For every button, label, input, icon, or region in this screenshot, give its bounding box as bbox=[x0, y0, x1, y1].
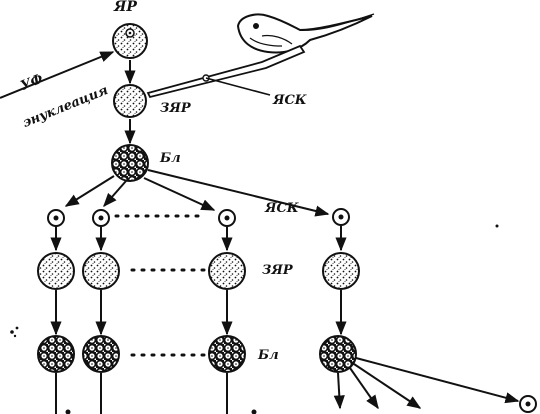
egg-label: ЯР bbox=[113, 0, 137, 15]
blastula-4 bbox=[319, 335, 357, 373]
speck-mark bbox=[10, 326, 19, 338]
uv-arrow bbox=[0, 51, 115, 99]
uv-label-group: УФ энуклеация bbox=[18, 71, 110, 131]
enucleated-egg-cell bbox=[113, 84, 147, 118]
tadpole-icon bbox=[236, 13, 375, 54]
arrow-fan-1 bbox=[349, 367, 379, 410]
donor-cell-2 bbox=[92, 209, 110, 227]
arrow-to-donor-2 bbox=[103, 180, 127, 208]
blastula bbox=[111, 144, 149, 182]
blastula-label: Бл bbox=[159, 151, 181, 166]
arrow-to-donor-3 bbox=[143, 177, 216, 211]
somatic-nucleus-label: ЯСК bbox=[272, 93, 307, 108]
donor-cell-1 bbox=[47, 209, 65, 227]
stray-mark bbox=[495, 224, 499, 228]
cutoff-mark-1 bbox=[65, 409, 71, 414]
arrow-fan-3 bbox=[355, 357, 520, 404]
recipient-egg-3 bbox=[208, 252, 246, 290]
blastula-2 bbox=[82, 335, 120, 373]
blastula-row-label: Бл bbox=[257, 348, 279, 363]
enucleated-egg-row-label: ЗЯР bbox=[262, 263, 294, 278]
arrow-fan-2 bbox=[353, 363, 422, 409]
nucleus-transfer-label: ЯСК bbox=[264, 201, 299, 216]
recipient-egg-4 bbox=[322, 252, 360, 290]
donor-cell-4 bbox=[332, 208, 350, 226]
uv-label: УФ bbox=[18, 71, 45, 93]
recipient-egg-1 bbox=[37, 252, 75, 290]
arrow-to-donor-1 bbox=[64, 175, 115, 207]
enucleated-egg-label: ЗЯР bbox=[160, 101, 192, 116]
arrow-to-nucleus-transfer bbox=[147, 169, 330, 217]
blastula-3 bbox=[208, 335, 246, 373]
cutoff-mark-2 bbox=[251, 409, 257, 414]
micropipette-icon bbox=[146, 44, 306, 99]
donor-cell-3 bbox=[218, 209, 236, 227]
recipient-egg-2 bbox=[82, 252, 120, 290]
egg-cell bbox=[112, 23, 148, 59]
enucleation-label: энуклеация bbox=[20, 83, 110, 131]
arrow-col4-c bbox=[333, 372, 345, 410]
blastula-1 bbox=[37, 335, 75, 373]
final-cell bbox=[519, 395, 537, 413]
